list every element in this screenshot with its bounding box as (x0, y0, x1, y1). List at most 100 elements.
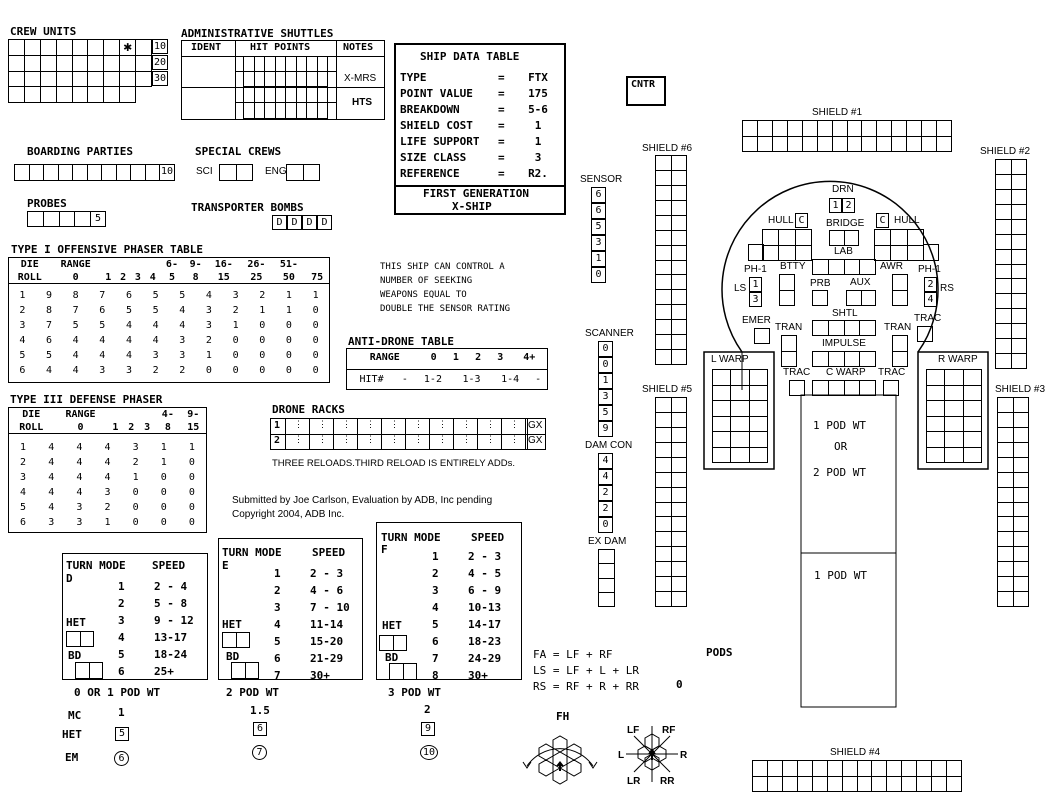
shuttle-hp-boxes-4[interactable] (243, 102, 328, 119)
table-cell: 5 (45, 350, 52, 361)
scanner-box[interactable]: 0 (598, 341, 613, 357)
sensor-box[interactable]: 1 (591, 251, 606, 267)
scanner-box[interactable]: 9 (598, 421, 613, 437)
tbomb-1[interactable]: D (272, 215, 287, 230)
prb-box[interactable] (812, 290, 828, 306)
exdam-track[interactable] (598, 549, 615, 607)
shield1-boxes[interactable] (742, 120, 952, 152)
eng-boxes[interactable] (286, 164, 320, 181)
table-cell: 2 (259, 290, 266, 301)
damcon-box[interactable]: 2 (598, 501, 613, 517)
turn-f-bd-boxes[interactable] (389, 663, 417, 680)
damcon-box[interactable]: 2 (598, 485, 613, 501)
boarding-parties-title: BOARDING PARTIES (27, 145, 133, 158)
tbomb-3[interactable]: D (302, 215, 317, 230)
btty-boxes[interactable] (779, 274, 795, 306)
tbomb-4[interactable]: D (317, 215, 332, 230)
shield5-boxes[interactable] (655, 397, 687, 607)
scanner-box[interactable]: 3 (598, 389, 613, 405)
lwarp-boxes[interactable] (712, 369, 768, 463)
sensor-box[interactable]: 6 (591, 187, 606, 203)
turn-e-het-boxes[interactable] (222, 632, 250, 648)
table-cell: 0 (430, 352, 437, 363)
awr-boxes[interactable] (892, 274, 908, 306)
emer-box[interactable] (754, 328, 770, 344)
table-cell: 0 (312, 305, 319, 316)
cntr-box[interactable]: CNTR (626, 76, 666, 106)
turn-d-bd-boxes[interactable] (75, 662, 103, 679)
trac-right2-box[interactable] (883, 380, 899, 396)
sci-boxes[interactable] (219, 164, 253, 181)
turn-f-het-boxes[interactable] (379, 635, 407, 651)
aux-boxes[interactable] (846, 290, 876, 306)
drone-racks[interactable]: 1 2 GX GX ⋮⋮⋮⋮⋮⋮⋮⋮⋮⋮⋮⋮⋮⋮⋮⋮⋮⋮⋮⋮ (270, 418, 546, 450)
tran-right-boxes[interactable] (892, 335, 908, 367)
table-cell: 7 (72, 305, 79, 316)
hull-left-extra[interactable] (748, 244, 764, 261)
scanner-box[interactable]: 5 (598, 405, 613, 421)
turn-e-caption: 2 POD WT (226, 686, 279, 699)
drn-2[interactable]: 2 (842, 198, 855, 213)
hull-right-label: HULL (894, 215, 920, 226)
table-cell: 4- (161, 409, 174, 420)
turn-e-bd-boxes[interactable] (231, 662, 259, 679)
shuttle-note-xmrs: X-MRS (344, 73, 377, 84)
sensor-box[interactable]: 3 (591, 235, 606, 251)
shuttle-hp-boxes-1[interactable] (243, 56, 328, 72)
shield2-boxes[interactable] (995, 159, 1027, 369)
ph1-2[interactable]: 2 (924, 277, 937, 292)
table-cell: 3 (152, 350, 159, 361)
impulse-boxes[interactable] (812, 351, 876, 367)
table-cell: 16- (214, 259, 233, 270)
shuttle-hp-boxes-3[interactable] (243, 87, 328, 103)
sensor-box[interactable]: 6 (591, 203, 606, 219)
sensor-box[interactable]: 0 (591, 267, 606, 283)
shuttle-ident-header: IDENT (191, 42, 222, 53)
trac-right-box[interactable] (917, 326, 933, 342)
table-cell: RANGE (65, 409, 96, 420)
probes-title: PROBES (27, 197, 67, 210)
shield4-boxes[interactable] (752, 760, 962, 792)
rs-label: RS (940, 283, 954, 294)
ph1-3[interactable]: 3 (749, 292, 762, 307)
sensor-box[interactable]: 5 (591, 219, 606, 235)
sensor-label: SENSOR (580, 174, 623, 185)
bridge-boxes[interactable] (829, 230, 859, 246)
scanner-box[interactable]: 0 (598, 357, 613, 373)
tbomb-2[interactable]: D (287, 215, 302, 230)
shield6-boxes[interactable] (655, 155, 687, 365)
hull-left-boxes[interactable] (762, 229, 812, 261)
ph1-1[interactable]: 1 (749, 277, 762, 292)
turn-d-het-boxes[interactable] (66, 631, 94, 647)
tran-left-boxes[interactable] (781, 335, 797, 367)
table-cell: 0 (160, 487, 167, 498)
pod1-label-a: 1 POD WT (813, 419, 866, 432)
rwarp-boxes[interactable] (926, 369, 982, 463)
hull-right-extra[interactable] (923, 244, 939, 261)
lab-boxes[interactable] (812, 259, 876, 275)
drn-1[interactable]: 1 (829, 198, 842, 213)
hull-right-boxes[interactable] (874, 229, 924, 261)
scanner-box[interactable]: 1 (598, 373, 613, 389)
crew-label-20: 20 (152, 55, 168, 70)
damcon-box[interactable]: 4 (598, 469, 613, 485)
trac-left-box[interactable] (789, 380, 805, 396)
cwarp-boxes[interactable] (812, 380, 876, 396)
shtl-boxes[interactable] (812, 320, 876, 336)
table-cell: 4 (45, 365, 52, 376)
shuttle-hp-boxes-2[interactable] (243, 71, 328, 87)
table-cell: 3 (132, 442, 139, 453)
damcon-box[interactable]: 4 (598, 453, 613, 469)
ph1-4[interactable]: 4 (924, 292, 937, 307)
damcon-box[interactable]: 0 (598, 517, 613, 533)
crew-units-grid[interactable]: ✱ (8, 39, 152, 103)
shield3-boxes[interactable] (997, 397, 1029, 607)
